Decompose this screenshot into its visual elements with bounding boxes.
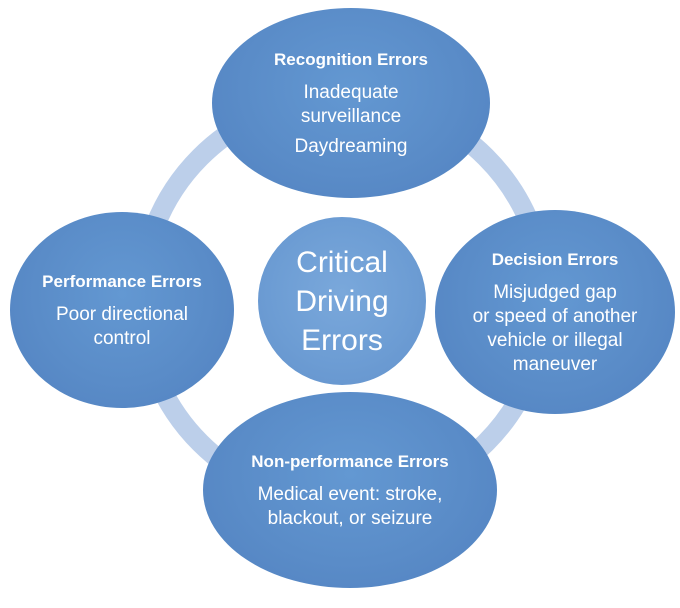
center-title-line: Critical bbox=[296, 245, 388, 279]
node-recognition-text-line: Daydreaming bbox=[294, 135, 408, 157]
node-performance-text-line: control bbox=[93, 327, 151, 349]
node-performance-heading: Performance Errors bbox=[42, 271, 202, 291]
node-decision-text-line: maneuver bbox=[512, 353, 598, 375]
node-decision-heading: Decision Errors bbox=[491, 249, 619, 269]
node-critical-driving-errors: Critical Driving Errors bbox=[258, 217, 426, 385]
center-title-line: Errors bbox=[301, 323, 383, 357]
node-nonperformance-text-line: blackout, or seizure bbox=[267, 507, 433, 529]
node-performance-errors: Performance Errors Poor directional cont… bbox=[10, 212, 234, 408]
node-decision-errors: Decision Errors Misjudged gap or speed o… bbox=[435, 210, 675, 414]
node-decision-text-line: vehicle or illegal bbox=[487, 329, 623, 351]
node-nonperformance-errors: Non-performance Errors Medical event: st… bbox=[203, 392, 497, 588]
node-performance-text-line: Poor directional bbox=[55, 303, 189, 325]
node-decision-text-line: Misjudged gap bbox=[493, 281, 617, 303]
node-recognition-text-line: Inadequate bbox=[303, 81, 399, 103]
node-decision-text-line: or speed of another bbox=[472, 305, 638, 327]
node-nonperformance-text-line: Medical event: stroke, bbox=[257, 483, 443, 505]
center-title-line: Driving bbox=[295, 284, 389, 318]
node-recognition-heading: Recognition Errors bbox=[274, 49, 428, 69]
node-nonperformance-heading: Non-performance Errors bbox=[251, 451, 449, 471]
node-recognition-text-line: surveillance bbox=[300, 105, 402, 127]
node-recognition-errors: Recognition Errors Inadequate surveillan… bbox=[212, 8, 490, 198]
